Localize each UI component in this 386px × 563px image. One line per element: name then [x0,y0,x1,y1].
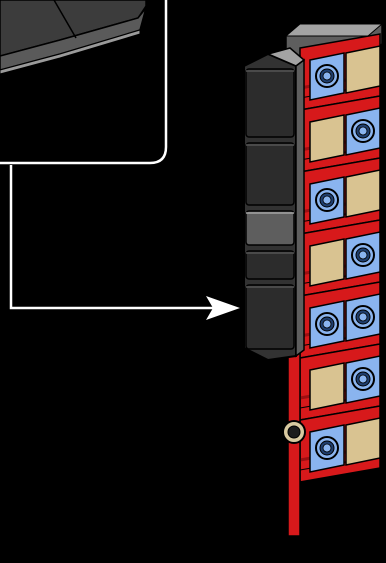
callout-tile-seam [53,0,77,39]
blue-stud-top [322,195,332,205]
blue-stud-top [358,312,368,322]
column-row [299,343,381,421]
column-row [299,281,381,359]
blue-stud-top [358,126,368,136]
column-row [299,405,381,483]
tan-tile [309,114,345,163]
column-cap-top [284,23,384,37]
column-row [299,219,381,297]
panel-segment [245,68,295,138]
column-row [299,95,381,173]
tan-tile [345,45,381,94]
panel-segment [245,210,295,246]
gray-side-panel [243,47,306,362]
blue-stud-top [322,443,332,453]
column-row [299,33,381,111]
arrow-line [9,165,214,310]
blue-stud-top [322,71,332,81]
side-stud-hole [287,425,301,439]
column-row [299,157,381,235]
panel-segment [245,250,295,280]
callout-border [0,0,168,165]
panel-segment [245,284,295,350]
panel-side [295,58,305,358]
tan-tile [309,362,345,411]
callout-box [0,0,168,165]
tan-tile [345,169,381,218]
callout-tile-highlight [0,29,141,75]
tan-tile [309,238,345,287]
arrow-head [206,296,240,320]
panel-segment [245,142,295,206]
blue-stud-top [322,319,332,329]
blue-stud-top [358,250,368,260]
blue-stud-top [358,374,368,384]
callout-arrow [9,165,240,320]
brick-column [282,23,384,537]
tan-tile [345,417,381,466]
